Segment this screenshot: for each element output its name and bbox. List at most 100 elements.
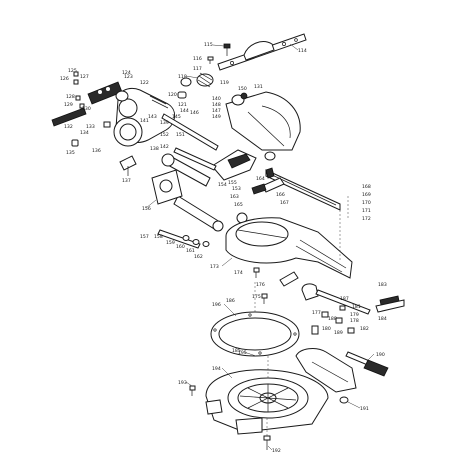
part-knob-162 bbox=[264, 151, 276, 161]
part-washer-159 bbox=[182, 235, 190, 241]
part-screw-116 bbox=[207, 56, 214, 64]
assembly-guide-lines bbox=[254, 196, 349, 436]
part-motor-cap-123 bbox=[115, 90, 129, 102]
label-115: 115 bbox=[204, 42, 213, 48]
label-195: 195 bbox=[238, 350, 247, 356]
part-plate-180 bbox=[311, 325, 319, 335]
label-117: 117 bbox=[193, 66, 202, 72]
label-191: 191 bbox=[360, 406, 369, 412]
part-slide-bar-upper bbox=[161, 153, 211, 187]
label-189: 189 bbox=[334, 330, 343, 336]
part-lever-184 bbox=[375, 295, 405, 313]
label-130: 130 bbox=[82, 106, 91, 112]
label-196: 196 bbox=[212, 302, 221, 308]
label-158: 158 bbox=[154, 234, 163, 240]
label-124: 124 bbox=[122, 70, 131, 76]
label-155: 155 bbox=[228, 180, 237, 186]
part-knob-137 bbox=[119, 155, 137, 176]
label-131: 131 bbox=[254, 84, 263, 90]
part-motor-housing bbox=[113, 87, 175, 147]
label-140: 140 bbox=[212, 96, 221, 102]
label-121: 121 bbox=[178, 102, 187, 108]
label-179: 179 bbox=[350, 312, 359, 318]
label-134: 134 bbox=[80, 130, 89, 136]
label-136: 136 bbox=[92, 148, 101, 154]
label-164: 164 bbox=[256, 176, 265, 182]
label-169: 169 bbox=[362, 192, 371, 198]
label-127: 127 bbox=[80, 74, 89, 80]
part-screw-174 bbox=[253, 267, 260, 278]
part-small-134 bbox=[71, 139, 79, 147]
label-194: 194 bbox=[212, 366, 221, 372]
part-slider-166 bbox=[251, 183, 267, 195]
label-159: 159 bbox=[166, 240, 175, 246]
label-181: 181 bbox=[352, 304, 361, 310]
leader-lines bbox=[145, 43, 375, 451]
label-156: 156 bbox=[142, 206, 151, 212]
part-spring-118 bbox=[196, 72, 214, 88]
part-knob-120 bbox=[177, 91, 187, 99]
label-177: 177 bbox=[312, 310, 321, 316]
part-guard-lever-151 bbox=[240, 92, 248, 100]
label-161: 161 bbox=[186, 248, 195, 254]
label-192: 192 bbox=[272, 448, 281, 454]
label-183: 183 bbox=[378, 282, 387, 288]
label-178: 178 bbox=[350, 318, 359, 324]
label-141: 141 bbox=[140, 118, 149, 124]
part-lock-lever-176 bbox=[279, 271, 299, 287]
part-turntable-173 bbox=[225, 217, 353, 279]
label-125: 125 bbox=[68, 68, 77, 74]
label-182: 182 bbox=[360, 326, 369, 332]
label-157: 157 bbox=[140, 234, 149, 240]
part-bolt-192 bbox=[263, 435, 271, 450]
label-162: 162 bbox=[194, 254, 203, 260]
label-163: 163 bbox=[230, 194, 239, 200]
label-142: 142 bbox=[160, 144, 169, 150]
part-nut-161 bbox=[202, 241, 210, 247]
part-screw-175 bbox=[261, 293, 268, 304]
label-174: 174 bbox=[234, 270, 243, 276]
part-screw-193 bbox=[189, 385, 196, 396]
part-fence-rail bbox=[265, 167, 341, 211]
part-base-194 bbox=[205, 369, 329, 435]
part-blade-guard bbox=[225, 91, 301, 151]
label-190: 190 bbox=[376, 352, 385, 358]
label-165: 165 bbox=[234, 202, 243, 208]
label-193: 193 bbox=[178, 380, 187, 386]
part-knob-190 bbox=[345, 351, 389, 377]
part-bevel-lock bbox=[301, 283, 319, 301]
label-171: 171 bbox=[362, 208, 371, 214]
label-137: 137 bbox=[122, 178, 131, 184]
label-180: 180 bbox=[322, 326, 331, 332]
label-188: 188 bbox=[328, 316, 337, 322]
part-ring-186 bbox=[210, 311, 300, 357]
label-167: 167 bbox=[280, 200, 289, 206]
label-176: 176 bbox=[256, 282, 265, 288]
part-rod-145 bbox=[161, 113, 219, 151]
part-bolt-115 bbox=[223, 43, 231, 56]
part-block-135 bbox=[103, 121, 111, 128]
label-123: 123 bbox=[124, 74, 133, 80]
part-slide-bar-lower bbox=[173, 195, 224, 232]
label-187: 187 bbox=[340, 296, 349, 302]
label-172: 172 bbox=[362, 216, 371, 222]
label-144: 144 bbox=[180, 108, 189, 114]
label-184: 184 bbox=[378, 316, 387, 322]
part-small-parts-177 bbox=[321, 305, 355, 334]
label-143: 143 bbox=[148, 114, 157, 120]
label-126: 126 bbox=[60, 76, 69, 82]
label-153: 153 bbox=[232, 186, 241, 192]
label-152: 152 bbox=[160, 132, 169, 138]
label-133: 133 bbox=[86, 124, 95, 130]
label-185: 185 bbox=[232, 348, 241, 354]
part-foot-191 bbox=[339, 396, 349, 404]
label-173: 173 bbox=[210, 264, 219, 270]
label-175: 175 bbox=[252, 294, 261, 300]
part-grip-129 bbox=[51, 107, 87, 127]
label-119: 119 bbox=[220, 80, 229, 86]
label-160: 160 bbox=[176, 244, 185, 250]
label-120: 120 bbox=[168, 92, 177, 98]
part-rod-146 bbox=[173, 147, 217, 171]
label-135: 135 bbox=[66, 150, 75, 156]
